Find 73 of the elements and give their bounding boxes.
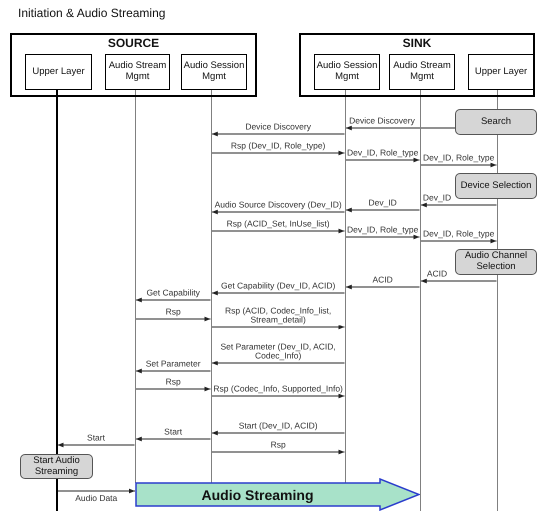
message-arrow bbox=[135, 368, 211, 374]
edge-label: Get Capability bbox=[145, 288, 201, 298]
message-arrow bbox=[211, 290, 345, 296]
edge-label: Dev_ID, Role_type bbox=[422, 154, 496, 163]
edge-label: Rsp (Dev_ID, Role_type) bbox=[230, 142, 326, 151]
participant-box: Audio Session Mgmt bbox=[314, 54, 380, 90]
participant-box: Upper Layer bbox=[468, 54, 534, 90]
action-box: Audio Channel Selection bbox=[455, 249, 537, 275]
group-title: SOURCE bbox=[106, 36, 160, 50]
participant-box: Audio Session Mgmt bbox=[181, 54, 247, 90]
message-arrow bbox=[211, 210, 345, 214]
action-box: Start Audio Streaming bbox=[20, 454, 93, 479]
edge-label: Start bbox=[86, 434, 106, 443]
message-arrow bbox=[211, 450, 345, 454]
message-arrow bbox=[420, 162, 497, 168]
lifeline bbox=[134, 88, 136, 483]
message-arrow bbox=[345, 284, 420, 290]
group-box bbox=[299, 33, 535, 97]
message-arrow bbox=[211, 132, 345, 136]
edge-label: ACID bbox=[426, 270, 448, 279]
message-arrow bbox=[211, 394, 345, 398]
message-arrow bbox=[211, 360, 345, 366]
edge-label: Rsp (Codec_Info, Supported_Info) bbox=[212, 384, 344, 394]
edge-label: Get Capability (Dev_ID, ACID) bbox=[220, 282, 336, 291]
message-arrow bbox=[211, 430, 345, 436]
edge-label: Audio Data bbox=[74, 494, 118, 504]
edge-label: Device Discovery bbox=[244, 122, 312, 132]
message-arrow bbox=[135, 316, 211, 322]
message-arrow bbox=[135, 386, 211, 392]
message-arrow bbox=[211, 228, 345, 234]
message-arrow bbox=[135, 436, 211, 442]
edge-label: Start bbox=[163, 428, 184, 437]
message-arrow bbox=[211, 150, 345, 156]
edge-label: Set Parameter bbox=[144, 360, 202, 369]
message-arrow bbox=[420, 238, 497, 244]
block-arrow bbox=[135, 478, 420, 511]
lifeline bbox=[210, 88, 212, 483]
edge-label: Rsp bbox=[164, 308, 182, 317]
action-box: Device Selection bbox=[455, 173, 537, 199]
participant-box: Audio Stream Mgmt bbox=[389, 54, 455, 90]
diagram-title: Initiation & Audio Streaming bbox=[18, 6, 166, 20]
edge-label: Audio Source Discovery (Dev_ID) bbox=[214, 200, 343, 210]
edge-label: Dev_ID, Role_type bbox=[346, 148, 420, 158]
action-box: Search bbox=[455, 109, 537, 135]
message-arrow bbox=[345, 208, 420, 212]
lifeline bbox=[56, 88, 58, 454]
edge-label: Dev_ID bbox=[367, 198, 398, 208]
message-arrow bbox=[135, 298, 211, 302]
lifeline bbox=[56, 479, 58, 511]
edge-label: Dev_ID, Role_type bbox=[422, 230, 496, 239]
edge-label: Rsp bbox=[164, 378, 182, 387]
message-arrow bbox=[211, 324, 345, 330]
edge-label: ACID bbox=[371, 276, 394, 285]
lifeline bbox=[420, 88, 421, 511]
participant-box: Upper Layer bbox=[25, 54, 92, 90]
edge-label: Start (Dev_ID, ACID) bbox=[238, 422, 319, 431]
edge-label: Device Discovery bbox=[348, 116, 416, 126]
message-arrow bbox=[57, 442, 135, 448]
group-box bbox=[10, 33, 257, 97]
message-arrow bbox=[420, 202, 497, 208]
arrow-label: Audio Streaming bbox=[201, 486, 314, 502]
message-arrow bbox=[345, 158, 420, 162]
lifeline bbox=[344, 88, 346, 483]
participant-box: Audio Stream Mgmt bbox=[105, 54, 170, 90]
message-arrow bbox=[57, 488, 136, 494]
edge-label: Dev_ID bbox=[422, 194, 452, 203]
edge-label: Dev_ID, Role_type bbox=[346, 226, 420, 235]
group-title: SINK bbox=[402, 36, 432, 50]
message-arrow bbox=[345, 234, 420, 240]
edge-label: Rsp bbox=[270, 440, 287, 450]
message-arrow bbox=[345, 126, 456, 130]
message-arrow bbox=[420, 278, 497, 284]
edge-label: Rsp (ACID_Set, InUse_list) bbox=[226, 220, 331, 229]
